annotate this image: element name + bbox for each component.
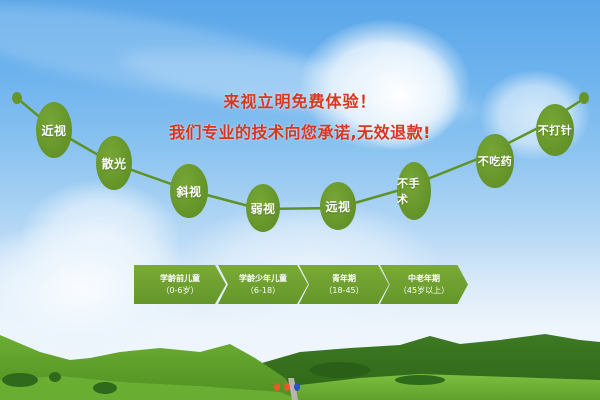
stage-youth[interactable]: 青年期 （18-45） xyxy=(299,265,389,304)
stage-school-age[interactable]: 学龄少年儿童 （6-18） xyxy=(218,265,308,304)
stage-title: 中老年期 xyxy=(408,273,440,283)
headline-secondary: 我们专业的技术向您承诺,无效退款! xyxy=(169,123,431,142)
condition-node-hyperopia[interactable]: 远视 xyxy=(320,182,356,230)
condition-node-astigmatism[interactable]: 散光 xyxy=(96,136,132,190)
cloud xyxy=(340,40,460,150)
carousel-dot-2[interactable] xyxy=(284,383,290,391)
stage-range: （0-6岁） xyxy=(161,285,199,295)
stage-title: 学龄少年儿童 xyxy=(239,273,287,283)
stage-range: （18-45） xyxy=(324,285,364,295)
stage-range: （45岁以上） xyxy=(398,285,450,295)
stage-range: （6-18） xyxy=(245,285,281,295)
hills-landscape xyxy=(0,334,600,400)
condition-node-no-injection[interactable]: 不打针 xyxy=(536,104,574,156)
condition-node-myopia[interactable]: 近视 xyxy=(36,102,72,158)
stage-middle-elderly[interactable]: 中老年期 （45岁以上） xyxy=(380,265,468,304)
carousel-dot-3-active[interactable] xyxy=(294,383,300,391)
curve-endpoint-right xyxy=(579,92,589,104)
stage-title: 青年期 xyxy=(332,273,356,283)
condition-node-strabismus[interactable]: 斜视 xyxy=(170,164,208,218)
stage-preschool[interactable]: 学龄前儿童 （0-6岁） xyxy=(134,265,226,304)
curve-endpoint-left xyxy=(12,92,22,104)
condition-node-no-surgery[interactable]: 不手术 xyxy=(397,162,431,220)
carousel-dot-1[interactable] xyxy=(274,383,280,391)
condition-node-no-medicine[interactable]: 不吃药 xyxy=(476,134,514,188)
headline-primary: 来视立明免费体验！ xyxy=(223,92,377,111)
condition-node-amblyopia[interactable]: 弱视 xyxy=(246,184,280,232)
stage-title: 学龄前儿童 xyxy=(160,273,200,283)
